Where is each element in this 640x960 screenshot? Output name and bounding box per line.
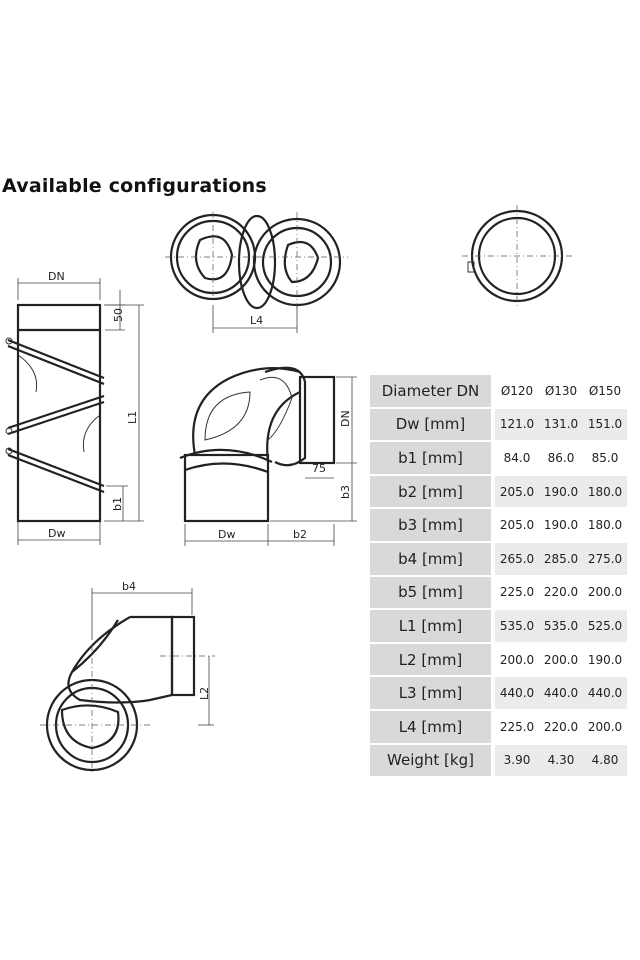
dw-label-1: Dw <box>48 527 65 540</box>
row-value: 200.0 <box>539 643 583 678</box>
row-value: 190.0 <box>539 475 583 510</box>
elbow-top-view-drawing: L4 <box>165 212 348 333</box>
diameter-column-2: Ø150 <box>583 375 627 409</box>
row-value: 285.0 <box>539 542 583 577</box>
row-value: 525.0 <box>583 610 627 644</box>
row-value: 3.90 <box>495 744 539 779</box>
row-value: 180.0 <box>583 509 627 543</box>
row-value: 4.80 <box>583 744 627 779</box>
row-value: 190.0 <box>539 509 583 543</box>
b3-label: b3 <box>339 485 352 499</box>
b2-label: b2 <box>293 528 307 541</box>
row-label: b5 [mm] <box>370 576 495 611</box>
row-value: 131.0 <box>539 408 583 443</box>
row-value: 151.0 <box>583 408 627 443</box>
l1-label: L1 <box>126 411 139 424</box>
row-value: 220.0 <box>539 576 583 611</box>
row-value: 225.0 <box>495 710 539 745</box>
row-value: 180.0 <box>583 475 627 510</box>
elbow-rotated-view-drawing: b4 L2 <box>40 580 215 775</box>
row-label: Dw [mm] <box>370 408 495 443</box>
row-value: 225.0 <box>495 576 539 611</box>
diameter-column-1: Ø130 <box>539 375 583 409</box>
row-label: b4 [mm] <box>370 542 495 577</box>
row-value: 205.0 <box>495 509 539 543</box>
seventy-five-label: 75 <box>312 462 326 475</box>
l2-label: L2 <box>198 687 211 700</box>
row-value: 275.0 <box>583 542 627 577</box>
row-value: 200.0 <box>495 643 539 678</box>
row-value: 535.0 <box>539 610 583 644</box>
fifty-label: 50 <box>112 308 125 322</box>
row-label: L3 [mm] <box>370 677 495 711</box>
straight-pipe-drawing: DN 50 L1 b1 Dw <box>5 270 144 545</box>
row-value: 200.0 <box>583 710 627 745</box>
row-value: 84.0 <box>495 442 539 476</box>
diameter-dn-label: Diameter DN <box>370 375 495 409</box>
row-value: 200.0 <box>583 576 627 611</box>
row-label: L2 [mm] <box>370 643 495 678</box>
row-value: 86.0 <box>539 442 583 476</box>
row-value: 440.0 <box>583 677 627 711</box>
row-value: 205.0 <box>495 475 539 510</box>
row-value: 440.0 <box>495 677 539 711</box>
diameter-column-0: Ø120 <box>495 375 539 409</box>
b1-label: b1 <box>111 497 124 511</box>
elbow-side-view-drawing: DN 75 b3 Dw b2 <box>179 366 357 546</box>
round-cover-drawing <box>462 205 572 308</box>
row-label: b1 [mm] <box>370 442 495 476</box>
row-label: L4 [mm] <box>370 710 495 745</box>
dn-label-2: DN <box>339 410 352 427</box>
row-value: 190.0 <box>583 643 627 678</box>
row-value: 220.0 <box>539 710 583 745</box>
b4-label: b4 <box>122 580 136 593</box>
l4-label: L4 <box>250 314 263 327</box>
row-value: 4.30 <box>539 744 583 779</box>
row-value: 265.0 <box>495 542 539 577</box>
row-label: b3 [mm] <box>370 509 495 543</box>
row-value: 440.0 <box>539 677 583 711</box>
row-label: Weight [kg] <box>370 744 495 779</box>
dw-label-2: Dw <box>218 528 235 541</box>
row-value: 121.0 <box>495 408 539 443</box>
row-value: 85.0 <box>583 442 627 476</box>
row-label: b2 [mm] <box>370 475 495 510</box>
page-heading: Available configurations <box>2 175 267 197</box>
row-label: L1 [mm] <box>370 610 495 644</box>
row-value: 535.0 <box>495 610 539 644</box>
dn-label: DN <box>48 270 65 283</box>
